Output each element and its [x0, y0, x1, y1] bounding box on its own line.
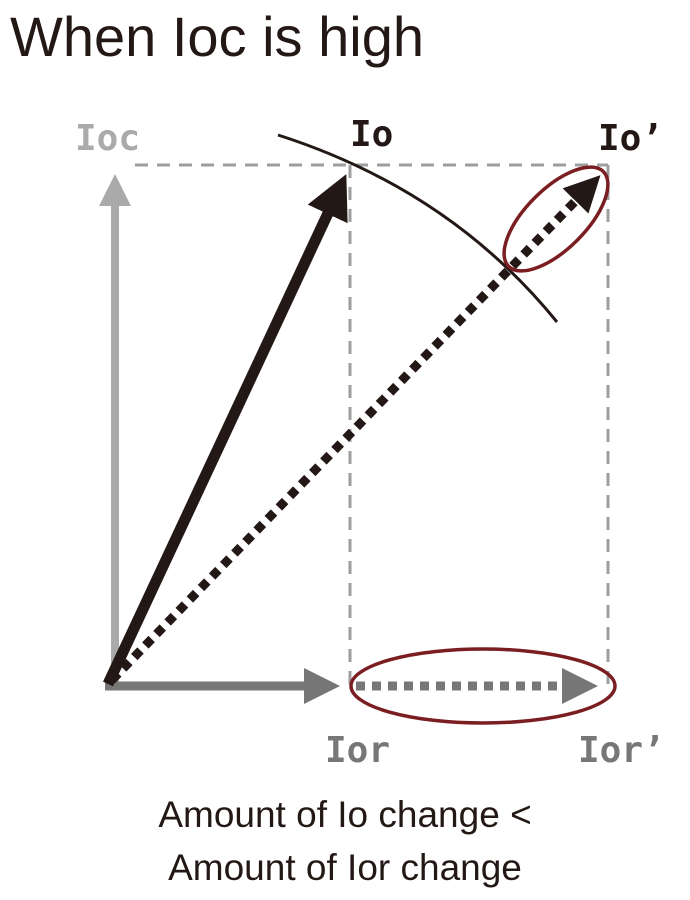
- label-ior-prime: Ior’: [578, 730, 665, 771]
- label-io: Io: [350, 114, 393, 155]
- diagram-title: When Ioc is high: [10, 5, 424, 68]
- guide-lines: [135, 163, 610, 686]
- io-vector: [103, 174, 348, 687]
- io-change-highlight: [502, 165, 610, 273]
- label-ior: Ior: [325, 730, 390, 771]
- caption-line-2: Amount of Ior change: [168, 847, 522, 888]
- magnitude-arc: [277, 133, 559, 323]
- label-ioc: Ioc: [75, 118, 140, 159]
- ior-change-highlight: [349, 647, 617, 725]
- label-io-prime: Io’: [598, 118, 663, 159]
- io-prime-vector: [108, 175, 601, 684]
- caption-line-1: Amount of Io change <: [158, 794, 532, 835]
